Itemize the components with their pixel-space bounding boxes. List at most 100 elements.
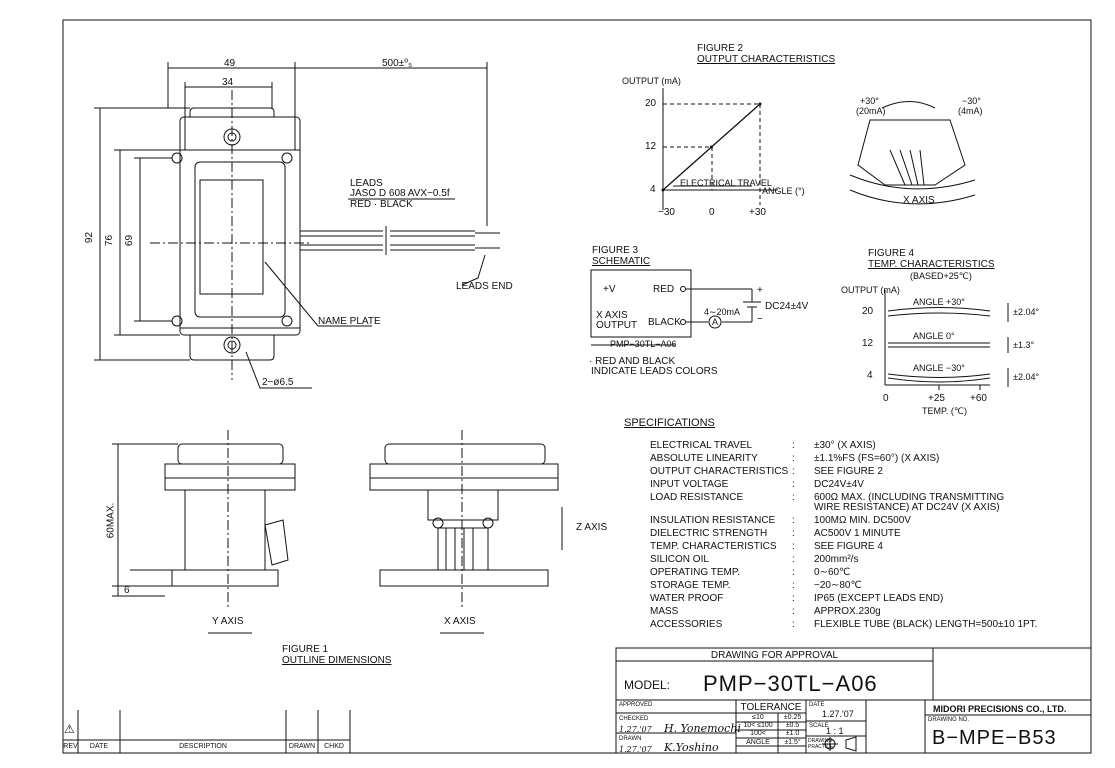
title-block-header: DRAWING FOR APPROVAL [710,650,839,661]
spec-row: ACCESSORIES:FLEXIBLE TUBE (BLACK) LENGTH… [650,619,1090,631]
scale-value: 1 : 1 [826,726,844,736]
tolerance-value: ±0.25 [783,714,802,721]
spec-row: SILICON OIL: 200mm²/s [650,554,1090,566]
checked-name: H. Yonemochi [664,722,741,735]
leads-colors: RED · BLACK [350,199,413,210]
spec-row: OPERATING TEMP.:0∼60℃ [650,567,1090,579]
fig2-xtick: +30 [749,207,766,218]
spec-value: 600Ω MAX. (INCLUDING TRANSMITTING [814,492,1005,503]
spec-row: MASS: APPROX.230g [650,606,1090,618]
drawing-no-value: B−MPE−B53 [932,727,1057,749]
dim-34: 34 [222,77,234,88]
fig4-ytick: 20 [862,306,874,317]
fig4-subtitle: TEMP. CHARACTERISTICS [868,259,995,270]
spec-value: ±1.1%FS (FS=60°) (X AXIS) [814,453,940,464]
spec-row: DIELECTRIC STRENGTH:AC500V 1 MINUTE [650,528,1090,540]
rev-col-description: DESCRIPTION [179,743,227,750]
spec-table: ELECTRICAL TRAVEL:±30° (X AXIS)ABSOLUTE … [650,440,1090,640]
spec-row: LOAD RESISTANCE: 600Ω MAX. (INCLUDING TRA… [650,492,1090,513]
spec-value: SEE FIGURE 2 [814,466,883,477]
fig4-based: (BASED+25℃) [910,271,972,281]
spec-value: 100MΩ MIN. DC500V [814,515,911,526]
name-plate-label: NAME PLATE [318,316,381,327]
spec-label: LOAD RESISTANCE [650,492,744,503]
fig2-ytick: 12 [645,141,657,152]
sheet-border [62,19,1092,754]
fig4-ylabel: OUTPUT (mA) [841,285,900,295]
y-axis-label: Y AXIS [212,616,244,627]
fig2-ytick: 20 [645,98,657,109]
leads-title: LEADS [350,178,383,189]
approved-label: APPROVED [619,702,653,708]
spec-colon: : [792,554,795,565]
spec-colon: : [792,453,795,464]
sch-meter: A [712,317,719,327]
spec-row: ABSOLUTE LINEARITY:±1.1%FS (FS=60°) (X A… [650,453,1090,465]
checked-label: CHECKED [619,716,649,722]
x-axis-label: X AXIS [444,616,476,627]
dim-60max: 60MAX. [105,502,117,539]
spec-label: OUTPUT CHARACTERISTICS [650,466,789,477]
fig4-ytick: 12 [862,338,874,349]
fig4-curve: ANGLE +30° [913,297,965,307]
fig2-xtick: −30 [658,207,675,218]
fig4-ytick: 4 [867,370,873,381]
spec-colon: : [792,606,795,617]
fig1-subtitle: OUTLINE DIMENSIONS [282,655,392,666]
scale-label: SCALE [809,723,829,729]
fig4-xtick: +25 [928,393,945,404]
rev-col-date: DATE [89,743,109,750]
tolerance-range: 10< ≤100 [743,722,773,729]
spec-value: AC500V 1 MINUTE [814,528,901,539]
fig3-title: FIGURE 3 [592,245,639,256]
fig4-xtick: +60 [970,393,987,404]
spec-value: ±30° (X AXIS) [814,440,876,451]
drawing-no-label: DRAWING NO. [928,717,970,723]
spec-value: DC24V±4V [814,479,864,490]
z-axis-label: Z AXIS [576,522,608,533]
sch-xaxis: X AXIS [596,310,628,321]
sch-v: +V [603,284,616,295]
sch-note2: INDICATE LEADS COLORS [591,366,718,377]
spec-label: OPERATING TEMP. [650,567,741,578]
spec-label: INSULATION RESISTANCE [650,515,776,526]
fig2-ylabel: OUTPUT (mA) [622,76,681,86]
spec-value: IP65 (EXCEPT LEADS END) [814,593,944,604]
tolerance-value: ±1.5° [784,739,801,746]
spec-colon: : [792,492,795,503]
spec-label: ACCESSORIES [650,619,723,630]
rev-col-drawn: DRAWN [288,743,316,750]
fig2-data-point [758,102,762,106]
title-block-lines [615,647,1092,754]
spec-colon: : [792,580,795,591]
spec-label: MASS [650,606,679,617]
drawn-date: 1.27.'07 [619,745,652,754]
fig2-subtitle: OUTPUT CHARACTERISTICS [697,54,836,65]
rev-col-rev: REV [63,743,78,750]
dim-49: 49 [224,58,236,69]
sch-note1: · RED AND BLACK [589,356,676,367]
spec-row: STORAGE TEMP.:−20∼80℃ [650,580,1090,592]
fig4-chart [884,290,1009,390]
leads-end-label: LEADS END [456,281,513,292]
tolerance-label: TOLERANCE [740,702,802,713]
checked-date: 1.27.'07 [619,725,652,734]
sensor-x-axis: X AXIS [903,195,935,206]
spec-value: SEE FIGURE 4 [814,541,883,552]
spec-label: SILICON OIL [650,554,709,565]
spec-label: INPUT VOLTAGE [650,479,729,490]
spec-colon: : [792,541,795,552]
sch-supply: DC24±4V [765,301,809,312]
fig4-curve: ANGLE −30° [913,363,965,373]
revision-warning-icon: ⚠ [64,722,75,736]
spec-row: ELECTRICAL TRAVEL:±30° (X AXIS) [650,440,1090,452]
spec-colon: : [792,479,795,490]
angle-left: +30° [860,96,879,106]
spec-row: OUTPUT CHARACTERISTICS:SEE FIGURE 2 [650,466,1090,478]
spec-row: WATER PROOF:IP65 (EXCEPT LEADS END) [650,593,1090,605]
spec-value: APPROX.230g [814,606,881,617]
outline-plan-view [94,62,500,389]
spec-value: 200mm²/s [814,554,859,565]
spec-value: FLEXIBLE TUBE (BLACK) LENGTH=500±10 1PT. [814,619,1038,630]
